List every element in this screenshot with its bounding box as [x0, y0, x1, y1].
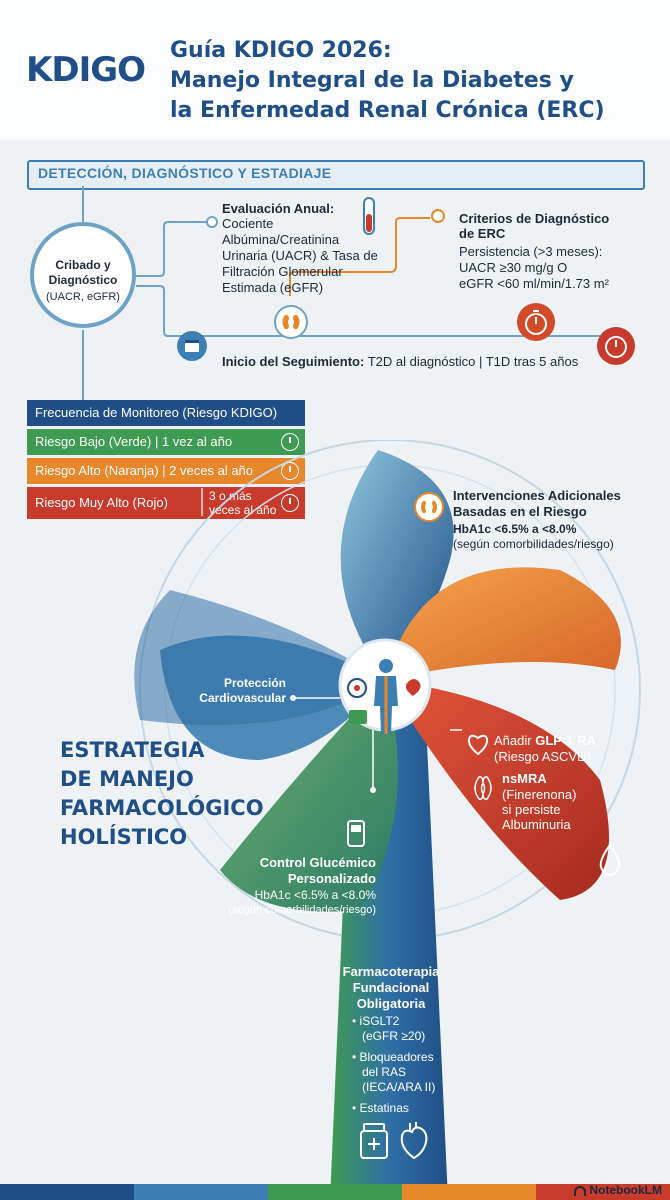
title-line-3: la Enfermedad Renal Crónica (ERC)	[170, 98, 605, 123]
section-bar	[27, 160, 645, 190]
annual-line: Cociente	[222, 216, 274, 231]
monitoring-header: Frecuencia de Monitoreo (Riesgo KDIGO)	[27, 400, 305, 426]
nsmra-title: nsMRA	[502, 771, 547, 786]
title-line-2: Manejo Integral de la Diabetes y	[170, 68, 574, 93]
nsmra-lines: (Finerenona) si persiste Albuminuria	[502, 787, 577, 832]
pill-bottle-icon	[360, 1123, 388, 1159]
health-hub-icon	[347, 659, 421, 734]
cardio-label: Protección Cardiovascular	[199, 676, 286, 705]
clock-icon	[281, 433, 299, 451]
notebooklm-brand: NotebookLM	[574, 1183, 662, 1197]
title-line-1: Guía KDIGO 2026:	[170, 38, 392, 63]
calendar-icon	[177, 331, 207, 361]
timer-icon	[597, 327, 635, 365]
interventions-hba1c: HbA1c <6.5% a <8.0%	[453, 522, 577, 536]
footer-bar	[0, 1184, 670, 1200]
list-item: • Estatinas	[352, 1101, 409, 1115]
clock-icon	[281, 494, 299, 512]
criteria-title-2: de ERC	[459, 226, 506, 241]
risk-frequency: 3 o más veces al año	[209, 489, 277, 517]
risk-row-very-high: Riesgo Muy Alto (Rojo) 3 o más veces al …	[27, 487, 305, 519]
annual-line: Estimada (eGFR)	[222, 280, 324, 295]
kdigo-logo: KDIGO	[26, 50, 146, 90]
risk-label: Riesgo Bajo (Verde) | 1 vez al año	[35, 434, 233, 449]
cribado-title: Cribado y Diagnóstico	[48, 258, 118, 287]
clock-icon	[281, 462, 299, 480]
interventions-note: (según comorbilidades/riesgo)	[453, 537, 614, 551]
list-item: • iSGLT2(eGFR ≥20)	[352, 1014, 426, 1043]
foundational-title: Farmacoterapia Fundacional Obligatoria	[342, 964, 440, 1011]
detection-connectors	[82, 186, 600, 400]
monitoring-header-label: Frecuencia de Monitoreo (Riesgo KDIGO)	[35, 405, 278, 420]
cribado-sub: (UACR, eGFR)	[46, 291, 120, 303]
risk-label: Riesgo Alto (Naranja) | 2 veces al año	[35, 463, 254, 478]
criteria-lines: Persistencia (>3 meses): UACR ≥30 mg/g O…	[459, 244, 609, 292]
test-tube-icon	[363, 197, 375, 235]
glp1-line: Añadir GLP-1 RA	[494, 733, 596, 748]
followup: Inicio del Seguimiento: T2D al diagnósti…	[222, 354, 578, 370]
criteria-line: Persistencia (>3 meses):	[459, 244, 603, 259]
risk-row-low: Riesgo Bajo (Verde) | 1 vez al año	[27, 429, 305, 455]
glucometer-icon	[347, 820, 365, 847]
risk-label: Riesgo Muy Alto (Rojo)	[35, 495, 168, 510]
anatomical-heart-icon	[400, 1122, 428, 1160]
notebooklm-icon	[574, 1185, 587, 1196]
stopwatch-icon	[517, 303, 555, 341]
glp1-note: (Riesgo ASCVD)	[494, 749, 591, 764]
kidney-icon	[414, 492, 444, 522]
criteria-title-1: Criterios de Diagnóstico	[459, 211, 610, 226]
heart-icon	[467, 734, 489, 756]
annual-line: Urinaria (UACR) & Tasa de	[222, 248, 378, 263]
strategy-title: ESTRATEGIA DE MANEJO FARMACOLÓGICO HOLÍS…	[60, 738, 264, 849]
divider	[201, 488, 203, 516]
followup-text: T2D al diagnóstico | T1D tras 5 años	[367, 354, 579, 369]
annual-lines: Cociente Albúmina/Creatinina Urinaria (U…	[222, 216, 392, 296]
annual-line: Filtración Glomerular	[222, 264, 343, 279]
glycemic-hba1c: HbA1c <6.5% a <8.0%	[254, 888, 376, 902]
kidney-icon	[474, 776, 492, 800]
drop-icon	[599, 843, 621, 877]
followup-label: Inicio del Seguimiento:	[222, 354, 365, 369]
pinwheel-graphic	[134, 440, 641, 1190]
criteria-line: eGFR <60 ml/min/1.73 m²	[459, 276, 609, 291]
risk-row-high: Riesgo Alto (Naranja) | 2 veces al año	[27, 458, 305, 484]
annual-title: Evaluación Anual:	[222, 201, 335, 216]
kidney-icon	[274, 305, 308, 339]
cribado-circle	[30, 222, 136, 328]
glycemic-note: (según comorbilidades/riesgo)	[228, 904, 376, 916]
glycemic-title: Control Glucémico Personalizado	[259, 855, 376, 886]
section-title: DETECCIÓN, DIAGNÓSTICO Y ESTADIAJE	[38, 165, 332, 181]
criteria-line: UACR ≥30 mg/g O	[459, 260, 568, 275]
header	[0, 0, 670, 140]
annual-line: Albúmina/Creatinina	[222, 232, 340, 247]
interventions-title: Intervenciones Adicionales Basadas en el…	[453, 488, 621, 519]
